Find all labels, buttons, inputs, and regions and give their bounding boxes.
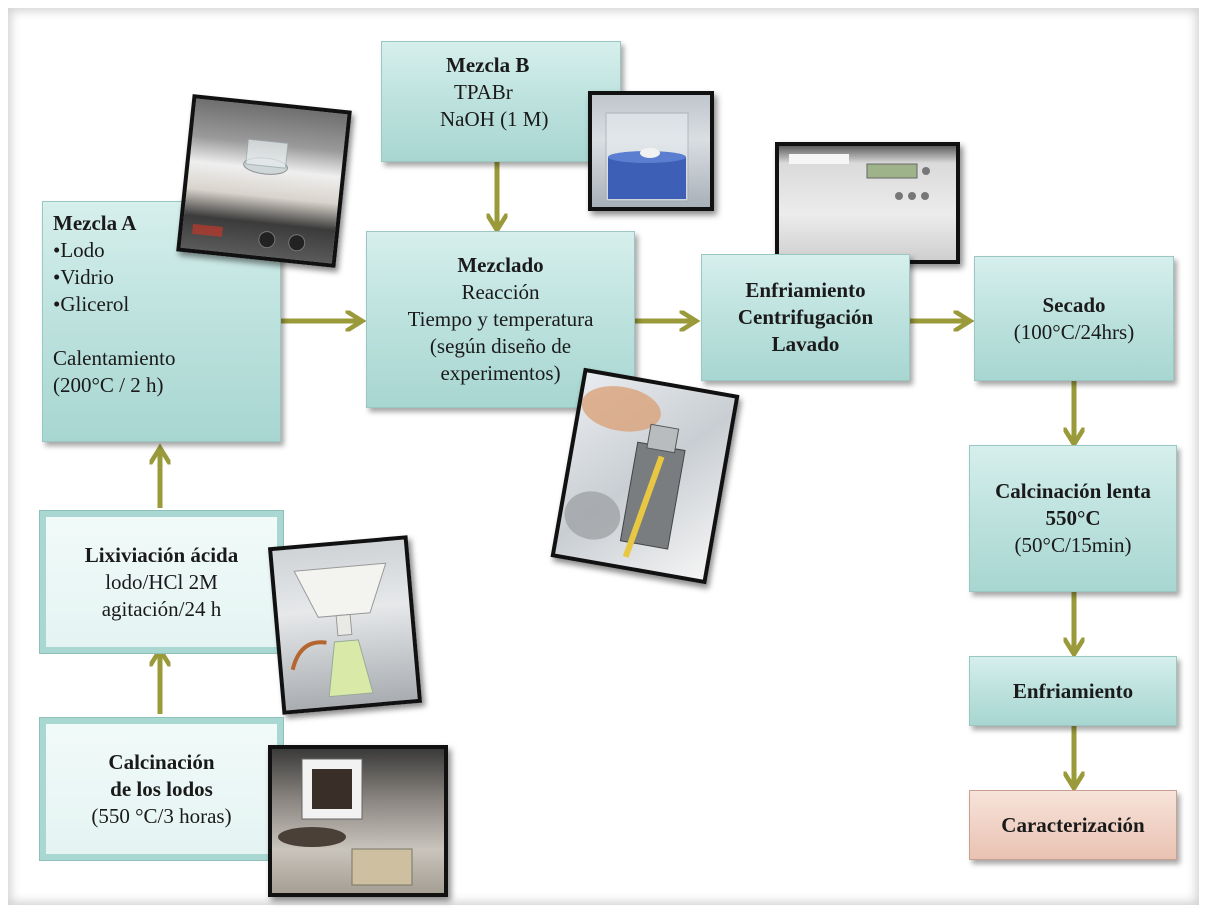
hotplate-photo bbox=[176, 94, 352, 268]
process-line: Centrifugación bbox=[737, 305, 874, 329]
mezclado-line: Tiempo y temperatura bbox=[407, 307, 594, 331]
enfriamiento-title: Enfriamiento bbox=[1012, 678, 1134, 703]
caracterizacion-box: Caracterización bbox=[969, 790, 1177, 860]
autoclave-photo bbox=[550, 367, 740, 585]
mezclado-line: experimentos) bbox=[440, 361, 561, 385]
secado-cond: (100°C/24hrs) bbox=[1013, 319, 1135, 344]
calcinacion-lenta-title: Calcinación lenta bbox=[995, 479, 1151, 503]
diagram-frame: Mezcla A •Lodo •Vidrio •Glicerol Calenta… bbox=[8, 8, 1199, 905]
mezcla-b-title: Mezcla B bbox=[446, 53, 530, 77]
filtration-photo bbox=[267, 535, 423, 715]
lixiviacion-title: Lixiviación ácida bbox=[84, 542, 239, 567]
lixiviacion-line: lodo/HCl 2M bbox=[105, 569, 218, 594]
process-line: Enfriamiento bbox=[745, 278, 866, 302]
mezcla-b-line: NaOH (1 M) bbox=[440, 107, 549, 131]
calcinacion-lodos-box: Calcinación de los lodos (550 °C/3 horas… bbox=[39, 717, 284, 861]
calcinacion-lodos-cond: (550 °C/3 horas) bbox=[91, 803, 232, 828]
lixiviacion-line: agitación/24 h bbox=[101, 596, 222, 621]
lixiviacion-box: Lixiviación ácida lodo/HCl 2M agitación/… bbox=[39, 510, 284, 654]
mezcla-a-item: •Vidrio bbox=[53, 265, 114, 289]
beaker-illustration bbox=[605, 112, 689, 202]
mezcla-b-line: TPABr bbox=[454, 80, 513, 104]
calcinacion-lodos-title: Calcinación bbox=[108, 749, 215, 774]
secado-box: Secado (100°C/24hrs) bbox=[974, 256, 1174, 381]
mezcla-b-box: Mezcla B TPABr NaOH (1 M) bbox=[381, 41, 621, 162]
autoclave-illustration bbox=[564, 386, 686, 558]
mezcla-a-item: •Glicerol bbox=[53, 292, 130, 316]
mezclado-title: Mezclado bbox=[457, 253, 544, 277]
centrifuge-photo bbox=[775, 142, 960, 264]
caracterizacion-title: Caracterización bbox=[1001, 812, 1145, 837]
mezclado-line: Reacción bbox=[461, 280, 540, 304]
mezcla-a-title: Mezcla A bbox=[53, 211, 137, 235]
process-line: Lavado bbox=[771, 332, 840, 356]
centrifuge-illustration bbox=[789, 154, 930, 200]
furnace-illustration bbox=[278, 758, 413, 886]
arrows-layer bbox=[8, 162, 1199, 905]
enfriamiento-centrifugacion-box: Enfriamiento Centrifugación Lavado bbox=[701, 254, 910, 381]
mezcla-a-heat: Calentamiento bbox=[53, 346, 176, 370]
mezclado-line: (según diseño de bbox=[429, 334, 572, 358]
filtration-illustration bbox=[290, 562, 387, 698]
enfriamiento-box: Enfriamiento bbox=[969, 656, 1177, 726]
calcinacion-lenta-cond: (50°C/15min) bbox=[1014, 533, 1132, 557]
mezcla-a-heat-cond: (200°C / 2 h) bbox=[53, 373, 164, 397]
hotplate-illustration bbox=[192, 138, 306, 252]
beaker-photo bbox=[588, 91, 714, 211]
furnace-photo bbox=[268, 745, 448, 897]
calcinacion-lenta-temp: 550°C bbox=[1045, 506, 1101, 530]
calcinacion-lodos-title: de los lodos bbox=[110, 776, 213, 801]
calcinacion-lenta-box: Calcinación lenta 550°C (50°C/15min) bbox=[969, 445, 1177, 592]
mezcla-a-item: •Lodo bbox=[53, 238, 105, 262]
secado-title: Secado bbox=[1042, 292, 1106, 317]
